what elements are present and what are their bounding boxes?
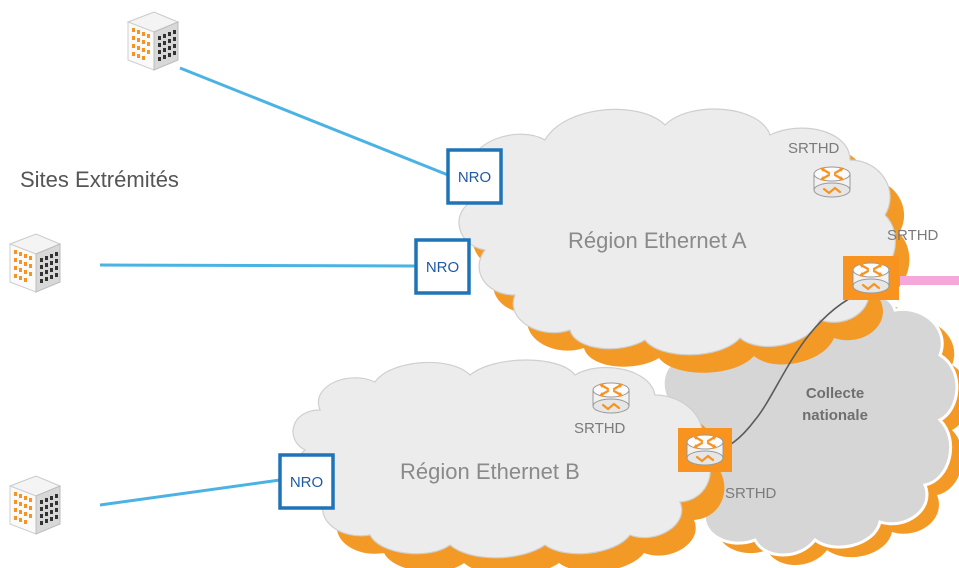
- region-a-cloud: [458, 108, 910, 373]
- building-icon: [9, 475, 61, 535]
- srthd-b-edge-label: SRTHD: [725, 485, 777, 502]
- building-icon: [9, 233, 61, 293]
- router-icon-srthd-b-edge: [678, 428, 732, 472]
- nro-box-2: NRO: [414, 238, 471, 295]
- router-icon-srthd-b-top: [591, 381, 631, 415]
- site-links: [99, 66, 449, 507]
- srthd-b-top-label: SRTHD: [574, 420, 626, 437]
- router-icon-srthd-a-edge: [843, 256, 899, 300]
- svg-text:NRO: NRO: [290, 474, 323, 491]
- svg-text:NRO: NRO: [458, 169, 491, 186]
- building-icon: [127, 11, 179, 71]
- exit-link: [900, 276, 959, 285]
- srthd-a-top-label: SRTHD: [788, 140, 840, 157]
- nro-box-1: NRO: [446, 148, 503, 205]
- srthd-a-edge-label: SRTHD: [887, 227, 939, 244]
- link-site-2-nro-2: [99, 263, 417, 268]
- link-site-3-nro-3: [99, 478, 281, 507]
- collecte-label-line1: Collecte: [806, 385, 864, 402]
- nro-box-3: NRO: [278, 453, 335, 510]
- link-site-1-nro-1: [179, 66, 449, 177]
- region-b-label: Région Ethernet B: [400, 459, 580, 484]
- sites-extremites-label: Sites Extrémités: [20, 167, 179, 192]
- router-icon-srthd-a-top: [812, 165, 852, 199]
- collecte-label-line2: nationale: [802, 407, 868, 424]
- svg-text:NRO: NRO: [426, 259, 459, 276]
- region-a-label: Région Ethernet A: [568, 228, 747, 253]
